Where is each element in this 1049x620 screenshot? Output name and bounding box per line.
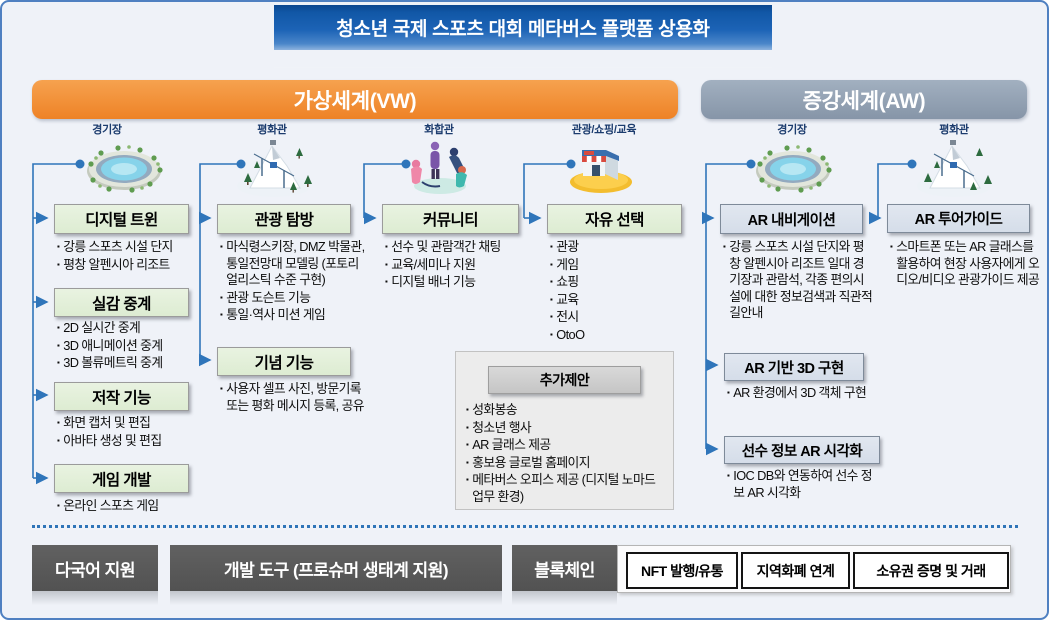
box-game-dev: 게임 개발 bbox=[54, 464, 189, 493]
bullet-icon: ▪ bbox=[466, 422, 469, 432]
community-bullets: ▪선수 및 관람객간 채팅 ▪교육/세미나 지원 ▪디지털 배너 기능 bbox=[385, 239, 501, 289]
bullet-icon: ▪ bbox=[57, 340, 60, 350]
vw-column-label-stadium: 경기장 bbox=[92, 124, 122, 136]
bullet-icon: ▪ bbox=[466, 405, 469, 414]
box-ar-3d: AR 기반 3D 구현 bbox=[724, 353, 864, 381]
bullet-icon: ▪ bbox=[57, 242, 60, 251]
box-ar-tour-guide: AR 투어가이드 bbox=[887, 204, 1030, 233]
page-title-reflection: 청소년 국제 스포츠 대회 메타버스 플랫폼 상용화 bbox=[274, 50, 772, 70]
multilingual-support-box: 다국어 지원 bbox=[32, 545, 158, 605]
vw-column-label-peace: 평화관 bbox=[257, 124, 287, 136]
bullet-icon: ▪ bbox=[57, 501, 60, 510]
aw-column-label-stadium: 경기장 bbox=[777, 124, 807, 136]
bullet-icon: ▪ bbox=[550, 329, 553, 339]
bullet-icon: ▪ bbox=[57, 259, 60, 269]
bullet-icon: ▪ bbox=[57, 418, 60, 427]
ar-navigation-bullets: ▪강릉 스포츠 시설 단지와 평창 알펜시아 리조트 일대 경기장과 관람석, … bbox=[723, 239, 873, 320]
stadium-icon bbox=[756, 145, 832, 193]
box-digital-twin: 디지털 트윈 bbox=[54, 204, 189, 234]
extra-proposal-header: 추가제안 bbox=[488, 366, 641, 394]
bullet-icon: ▪ bbox=[723, 242, 726, 251]
page-title: 청소년 국제 스포츠 대회 메타버스 플랫폼 상용화 bbox=[274, 5, 772, 50]
ar-3d-bullets: ▪AR 환경에서 3D 객체 구현 bbox=[727, 385, 867, 400]
extra-proposal-bullets: ▪성화봉송 ▪청소년 행사 ▪AR 글래스 제공 ▪홍보용 글로벌 홈페이지 ▪… bbox=[466, 402, 656, 504]
bullet-icon: ▪ bbox=[550, 312, 553, 321]
box-community: 커뮤니티 bbox=[382, 204, 519, 234]
bullet-icon: ▪ bbox=[727, 388, 730, 397]
player-info-ar-bullets: ▪IOC DB와 연동하여 선수 정보 AR 시각화 bbox=[727, 468, 873, 500]
bullet-icon: ▪ bbox=[220, 292, 223, 302]
bullet-icon: ▪ bbox=[727, 471, 730, 480]
bullet-icon: ▪ bbox=[466, 440, 469, 449]
bullet-icon: ▪ bbox=[385, 277, 388, 286]
dotted-divider bbox=[32, 525, 1018, 528]
ar-tour-guide-bullets: ▪스마트폰 또는 AR 글래스를 활용하여 현장 사용자에게 오디오/비디오 관… bbox=[890, 239, 1040, 287]
vw-column-label-tour-shop-edu: 관광/쇼핑/교육 bbox=[571, 124, 637, 136]
bullet-icon: ▪ bbox=[57, 358, 60, 367]
bullet-icon: ▪ bbox=[550, 259, 553, 269]
blockchain-chip-panel: NFT 발행/유통 지역화폐 연계 소유권 증명 및 거래 bbox=[617, 545, 1011, 593]
box-memorial: 기념 기능 bbox=[217, 347, 351, 376]
authoring-bullets: ▪화면 캡처 및 편집 ▪아바타 생성 및 편집 bbox=[57, 415, 162, 448]
bullet-icon: ▪ bbox=[220, 384, 223, 393]
virtual-world-header: 가상세계(VW) bbox=[32, 80, 678, 119]
ski-resort-icon bbox=[237, 140, 312, 197]
box-player-info-ar: 선수 정보 AR 시각화 bbox=[724, 436, 880, 464]
ski-resort-icon bbox=[917, 140, 992, 197]
memorial-bullets: ▪사용자 셀프 사진, 방문기록 또는 평화 메시지 등록, 공유 bbox=[220, 381, 365, 413]
blockchain-box: 블록체인 bbox=[512, 545, 617, 605]
free-choice-bullets: ▪관광 ▪게임 ▪쇼핑 ▪교육 ▪전시 ▪OtoO bbox=[550, 239, 585, 342]
chip-nft: NFT 발행/유통 bbox=[626, 552, 738, 589]
box-tour: 관광 탐방 bbox=[217, 204, 351, 234]
bullet-icon: ▪ bbox=[57, 435, 60, 445]
people-icon bbox=[411, 141, 467, 194]
bullet-icon: ▪ bbox=[220, 242, 223, 251]
aw-column-label-peace: 평화관 bbox=[939, 124, 969, 136]
bullet-icon: ▪ bbox=[466, 457, 469, 467]
bullet-icon: ▪ bbox=[466, 475, 469, 484]
dev-tools-box: 개발 도구 (프로슈머 생태계 지원) bbox=[170, 545, 502, 605]
bullet-icon: ▪ bbox=[550, 277, 553, 286]
box-authoring: 저작 기능 bbox=[54, 382, 189, 411]
chip-local-currency: 지역화폐 연계 bbox=[741, 552, 850, 589]
bullet-icon: ▪ bbox=[550, 294, 553, 304]
box-live-relay: 실감 중계 bbox=[54, 288, 189, 317]
tour-bullets: ▪마식령스키장, DMZ 박물관, 통일전망대 모델링 (포토리얼리스틱 수준 … bbox=[220, 239, 365, 322]
live-relay-bullets: ▪2D 실시간 중계 ▪3D 애니메이션 중계 ▪3D 볼류메트릭 중계 bbox=[57, 320, 163, 370]
vw-column-label-harmony: 화합관 bbox=[424, 124, 454, 136]
game-dev-bullets: ▪온라인 스포츠 게임 bbox=[57, 498, 159, 513]
bullet-icon: ▪ bbox=[550, 242, 553, 251]
chip-ownership: 소유권 증명 및 거래 bbox=[853, 552, 1009, 589]
box-ar-navigation: AR 내비게이션 bbox=[720, 204, 863, 234]
bullet-icon: ▪ bbox=[385, 259, 388, 269]
augmented-world-header: 증강세계(AW) bbox=[701, 80, 1027, 119]
stadium-icon bbox=[87, 145, 163, 193]
bullet-icon: ▪ bbox=[890, 242, 893, 251]
bullet-icon: ▪ bbox=[57, 323, 60, 332]
shop-icon bbox=[570, 150, 632, 193]
digital-twin-bullets: ▪강릉 스포츠 시설 단지 ▪평창 알펜시아 리조트 bbox=[57, 239, 173, 272]
box-free-choice: 자유 선택 bbox=[547, 204, 682, 234]
bullet-icon: ▪ bbox=[220, 310, 223, 319]
bullet-icon: ▪ bbox=[385, 242, 388, 251]
